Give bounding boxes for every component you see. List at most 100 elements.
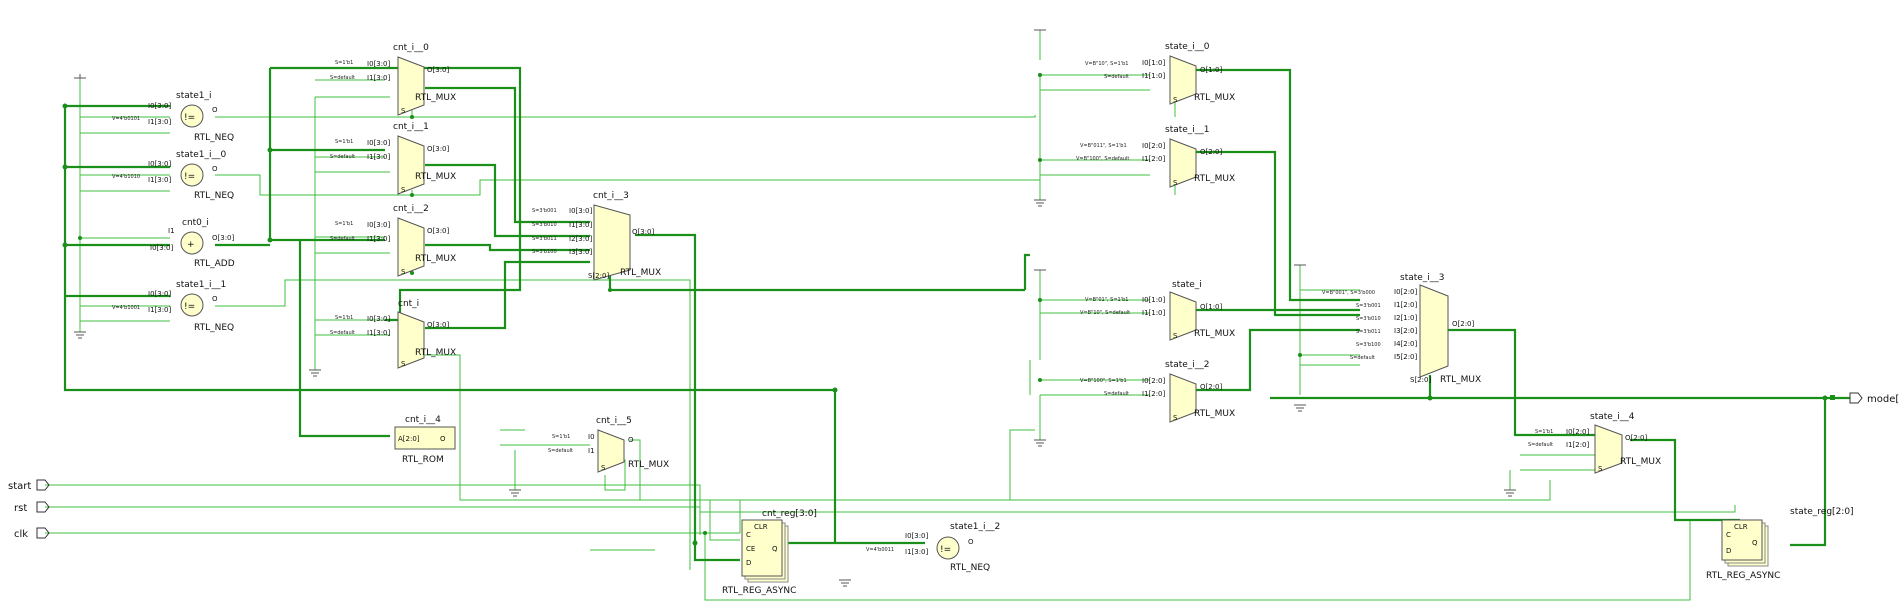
- const-label: S=default: [330, 330, 355, 336]
- cell-state-i-0[interactable]: state_i__0 V=B"10", S=1'b1 S=default I0[…: [1085, 42, 1235, 105]
- cell-type: RTL_NEQ: [194, 191, 234, 201]
- ground-icon: [839, 579, 851, 587]
- cell-type: RTL_NEQ: [194, 133, 234, 143]
- pin-label: I1[3:0]: [148, 176, 172, 184]
- pin-label: D: [1726, 547, 1731, 555]
- wire-neq-inputs: [80, 116, 170, 322]
- const-label: S=1'b1: [335, 139, 353, 145]
- cell-name: state1_i: [176, 91, 212, 101]
- wire-mux-s: [411, 110, 1035, 501]
- const-label: V=4'b1001: [112, 305, 140, 311]
- pin-label: O[3:0]: [427, 145, 450, 153]
- output-port-mode[interactable]: mode[2:0]: [1830, 392, 1900, 405]
- pin-label: O[3:0]: [212, 234, 235, 242]
- bus-state-i4-out: [1630, 438, 1740, 522]
- cell-name: cnt_i__2: [393, 204, 429, 214]
- cell-state-i-1[interactable]: state_i__1 V=B"011", S=1'b1 V=B"100", S=…: [1076, 125, 1235, 188]
- pin-label: I1[3:0]: [905, 548, 929, 556]
- cell-cnt-i-1[interactable]: cnt_i__1 S=1'b1 S=default I0[3:0] I1[3:0…: [330, 122, 456, 195]
- input-port-start[interactable]: start: [8, 479, 50, 492]
- cell-type: RTL_NEQ: [950, 563, 990, 573]
- cell-type: RTL_MUX: [1194, 409, 1235, 419]
- cell-name: state1_i__2: [950, 522, 1000, 532]
- cell-symbol: !=: [184, 302, 195, 312]
- const-label: S=3'b100: [532, 249, 557, 255]
- pin-label: I0[1:0]: [1142, 59, 1166, 67]
- cell-state-i[interactable]: state_i V=B"01", S=1'b1 V=B"10", S=defau…: [1080, 280, 1235, 341]
- pin-label: S: [401, 268, 406, 276]
- input-port-rst[interactable]: rst: [14, 501, 50, 514]
- cell-cnt0-i[interactable]: cnt0_i + I1 I0[3:0] O[3:0] RTL_ADD: [150, 218, 235, 269]
- cell-type: RTL_ADD: [194, 259, 235, 269]
- bus-cnt-i2-out: [425, 243, 590, 252]
- pin-label: I0[3:0]: [905, 532, 929, 540]
- pin-label: I1: [588, 447, 595, 455]
- cell-state-i-3[interactable]: state_i__3 V=B"001", S=3'b000 S=3'b001 S…: [1322, 273, 1481, 385]
- pin-label: O[3:0]: [427, 321, 450, 329]
- pin-label: S: [401, 360, 406, 368]
- cell-cnt-i[interactable]: cnt_i S=1'b1 S=default I0[3:0] I1[3:0] O…: [330, 299, 456, 369]
- cell-type: RTL_MUX: [620, 268, 661, 278]
- pin-label: Q: [772, 545, 778, 553]
- cell-state-reg[interactable]: state_reg[2:0] CLR C D Q RTL_REG_ASYNC: [1706, 507, 1854, 581]
- cell-state-i-4[interactable]: state_i__4 S=1'b1 S=default I0[2:0] I1[2…: [1528, 412, 1661, 474]
- cell-type: RTL_MUX: [415, 93, 456, 103]
- pin-label: Q: [1752, 539, 1758, 547]
- cell-cnt-reg[interactable]: cnt_reg[3:0] CLR C CE D Q RTL_REG_ASYNC: [722, 509, 817, 596]
- bus-state-i0-out: [1190, 68, 1360, 302]
- cell-state1-i-1[interactable]: state1_i__1 != I0[3:0] I1[3:0] O V=4'b10…: [112, 280, 234, 333]
- pin-label: I0[2:0]: [1394, 288, 1418, 296]
- pin-label: O[1:0]: [1200, 303, 1223, 311]
- cell-state-i-2[interactable]: state_i__2 V=B"100", S=1'b1 S=default I0…: [1080, 360, 1235, 423]
- cell-symbol: !=: [184, 113, 195, 123]
- pin-label: I0[3:0]: [367, 60, 391, 68]
- cell-state1-i[interactable]: state1_i != I0[3:0] I1[3:0] O V=4'b0101 …: [112, 91, 234, 143]
- cell-name: state_i__0: [1165, 42, 1210, 52]
- cell-cnt-i-2[interactable]: cnt_i__2 S=1'b1 S=default I0[3:0] I1[3:0…: [330, 204, 456, 277]
- cell-symbol: !=: [184, 172, 195, 182]
- port-arrow-icon: [1849, 392, 1863, 404]
- cell-state1-i-2[interactable]: state1_i__2 != I0[3:0] I1[3:0] O V=4'b00…: [866, 522, 1000, 573]
- pin-label: A[2:0]: [398, 435, 420, 443]
- wire-rst-b: [740, 505, 1736, 513]
- cell-cnt-i-3[interactable]: cnt_i__3 S=3'b001 S=3'b010 S=3'b011 S=3'…: [532, 191, 661, 281]
- cell-state1-i-0[interactable]: state1_i__0 != I0[3:0] I1[3:0] O V=4'b10…: [112, 150, 234, 201]
- const-label: S=3'b100: [1356, 342, 1381, 348]
- ground-icon: [74, 74, 86, 79]
- bus-cnt-i-out: [425, 260, 590, 330]
- const-label: V=B"001", S=3'b000: [1322, 290, 1375, 296]
- cell-cnt-i-4[interactable]: cnt_i__4 A[2:0] O RTL_ROM: [394, 415, 456, 465]
- cell-type: RTL_MUX: [415, 254, 456, 264]
- const-label: S=default: [330, 154, 355, 160]
- wire-state-mux-top-in: [1039, 30, 1150, 200]
- cell-cnt-i-5[interactable]: cnt_i__5 S=1'b1 S=default I0 I1 O S RTL_…: [548, 416, 669, 473]
- const-label: V=B"011", S=1'b1: [1080, 143, 1127, 149]
- pin-label: S: [401, 107, 406, 115]
- pin-label: I0: [588, 433, 595, 441]
- const-label: S=default: [330, 75, 355, 81]
- ground-symbols: [74, 29, 1516, 587]
- cell-name: cnt_reg[3:0]: [762, 509, 817, 519]
- const-label: V=B"100", S=default: [1076, 156, 1129, 162]
- cell-cnt-i-0[interactable]: cnt_i__0 S=1'b1 S=default I0[3:0] I1[3:0…: [330, 43, 456, 116]
- pin-label: I0[1:0]: [1142, 296, 1166, 304]
- pin-label: I1[2:0]: [1566, 441, 1590, 449]
- bus-cnt-i0-out: [425, 86, 590, 224]
- ground-icon: [1504, 489, 1516, 497]
- pin-label: C: [746, 531, 751, 539]
- cell-name: cnt0_i: [182, 218, 209, 228]
- input-port-clk[interactable]: clk: [14, 527, 50, 540]
- pin-label: O: [212, 295, 218, 303]
- wire-state1-0-out: [215, 174, 1040, 196]
- const-label: S=1'b1: [335, 221, 353, 227]
- const-label: S=default: [1104, 391, 1129, 397]
- const-label: V=B"10", S=1'b1: [1085, 61, 1128, 67]
- const-label: S=3'b010: [1356, 316, 1381, 322]
- pin-label: I0[3:0]: [367, 139, 391, 147]
- cell-type: RTL_MUX: [415, 348, 456, 358]
- port-label: rst: [14, 503, 27, 514]
- const-label: S=1'b1: [335, 315, 353, 321]
- bus-cnt-i1-out: [425, 163, 590, 238]
- cell-name: cnt_i__0: [393, 43, 429, 53]
